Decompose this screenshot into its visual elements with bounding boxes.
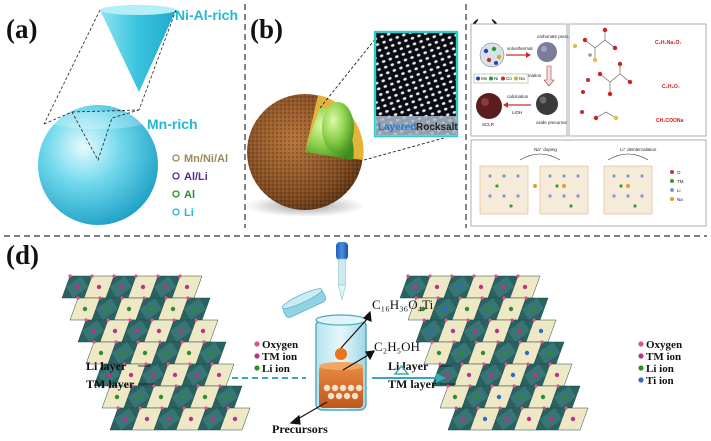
dish-lid [281, 288, 327, 318]
panel-separators [4, 4, 707, 237]
legend-item-al-li: Al/Li [172, 171, 208, 183]
ethanol-label: C₂H₅OH [374, 339, 420, 354]
svg-text:carbonate precursor: carbonate precursor [537, 34, 578, 39]
pristine-lattice [61, 274, 251, 431]
dropper [336, 242, 348, 301]
svg-text:TM ion: TM ion [646, 351, 681, 363]
svg-text:calcination: calcination [520, 73, 542, 78]
coated-lattice [399, 274, 589, 431]
svg-text:TM ion: TM ion [262, 351, 297, 363]
panel-a-label: (a) [6, 14, 37, 44]
ni-al-rich-cone [100, 5, 176, 92]
svg-text:Oxygen: Oxygen [262, 339, 298, 351]
svg-text:Li: Li [677, 188, 681, 193]
tm-layer-label-left: TM layer [86, 377, 135, 391]
svg-text:LiOH: LiOH [512, 110, 522, 115]
panel-d-label: (d) [6, 240, 39, 270]
svg-text:Co: Co [506, 76, 512, 81]
svg-text:Oxygen: Oxygen [646, 339, 682, 351]
synthesis-scheme: solvothermal carbonate precursor calcina… [470, 23, 578, 137]
panel-d: (d) Li layer TM layer Li layer TM layer … [6, 240, 682, 436]
svg-text:calcination: calcination [507, 94, 529, 99]
section-guide-lines [43, 9, 177, 162]
ti-precursor-label: C₁₆H₃₆O₄Ti [372, 297, 434, 312]
svg-text:Na: Na [519, 76, 525, 81]
molecule-structures: C₆H₅Na₃O₇ C₆H₈O₇ CH₃COONa [568, 23, 707, 137]
li-layer-label-left: Li layer [86, 359, 127, 373]
svg-text:Li: Li [184, 207, 194, 219]
zoom-lines [319, 37, 445, 161]
panel-b-label: (b) [250, 14, 283, 44]
tem-layered-label: Layered [378, 122, 416, 133]
reaction-vial [315, 314, 367, 411]
tem-rocksalt-label: Rocksalt [416, 122, 458, 133]
svg-text:Li ion: Li ion [646, 363, 674, 375]
svg-text:Li ion: Li ion [262, 363, 290, 375]
molecule-label-3: CH₃COONa [656, 118, 684, 124]
legend-item-al: Al [172, 189, 195, 201]
doping-scheme: Na⁺ doping Li⁺ deintercalation [470, 139, 707, 227]
precursors-label: Precursors [272, 422, 328, 436]
mn-rich-sphere [38, 105, 158, 225]
label-arrows [289, 310, 376, 425]
li-layer-label-right: Li layer [388, 359, 429, 373]
svg-text:Na: Na [677, 197, 683, 202]
panel-a: (a) Ni-Al-rich Mn-rich Mn/Ni/Al Al/Li [6, 5, 238, 225]
svg-text:Mn: Mn [481, 76, 488, 81]
svg-text:Mn/Ni/Al: Mn/Ni/Al [184, 153, 228, 165]
molecule-label-1: C₆H₅Na₃O₇ [655, 40, 681, 46]
svg-text:SCLR: SCLR [482, 122, 495, 127]
tm-layer-label-right: TM layer [388, 377, 437, 391]
ni-al-rich-label: Ni-Al-rich [175, 7, 238, 23]
ti-droplet [335, 348, 347, 360]
panel-a-legend: Mn/Ni/Al Al/Li Al Li [172, 153, 228, 219]
svg-text:TM: TM [677, 179, 684, 184]
doping-legend: O TM Li Na [670, 170, 684, 202]
molecule-label-2: C₆H₈O₇ [662, 84, 680, 90]
legend-item-mn-ni-al: Mn/Ni/Al [172, 153, 228, 165]
svg-text:O: O [677, 170, 681, 175]
svg-text:Al: Al [184, 189, 195, 201]
svg-text:oxide precursor: oxide precursor [536, 120, 568, 125]
svg-text:Ni: Ni [494, 76, 498, 81]
tem-inset: Layered Rocksalt [373, 30, 458, 138]
legend-item-li: Li [172, 207, 194, 219]
mn-rich-label: Mn-rich [147, 116, 198, 132]
lattice-legend-left: Oxygen TM ion Li ion [254, 339, 298, 375]
svg-text:Al/Li: Al/Li [184, 171, 208, 183]
panel-b: (b) Layered Rocksalt [245, 14, 458, 217]
panel-c: (c) solvothermal carbonate precursor cal… [470, 14, 707, 227]
lattice-legend-right: Oxygen TM ion Li ion Ti ion [638, 339, 682, 387]
svg-text:Ti ion: Ti ion [646, 375, 674, 387]
svg-text:solvothermal: solvothermal [507, 46, 533, 51]
svg-text:Na⁺ doping: Na⁺ doping [534, 147, 557, 152]
heating-arrow [372, 364, 446, 383]
svg-text:Li⁺ deintercalation: Li⁺ deintercalation [620, 147, 657, 152]
element-legend: Mn Ni Co Na [473, 73, 529, 84]
